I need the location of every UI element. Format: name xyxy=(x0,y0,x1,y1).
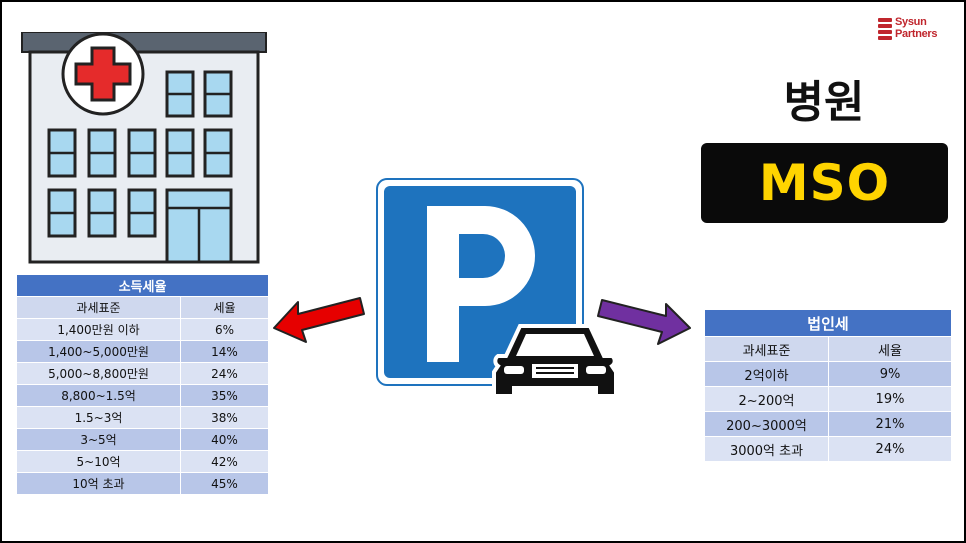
logo-bars-icon xyxy=(878,18,892,42)
table-cell: 24% xyxy=(828,436,952,462)
logo-line2: Partners xyxy=(895,28,938,40)
table-cell: 8,800~1.5억 xyxy=(16,384,181,407)
table-cell: 6% xyxy=(180,318,269,341)
table-cell: 24% xyxy=(180,362,269,385)
income-tax-caption: 소득세율 xyxy=(16,274,269,297)
table-cell: 14% xyxy=(180,340,269,363)
table-cell: 1,400~5,000만원 xyxy=(16,340,181,363)
table-cell: 10억 초과 xyxy=(16,472,181,495)
table-cell: 2~200억 xyxy=(704,386,829,412)
brand-logo: Sysun Partners xyxy=(878,16,954,42)
table-cell: 45% xyxy=(180,472,269,495)
table-cell: 42% xyxy=(180,450,269,473)
hospital-building-icon xyxy=(16,32,272,264)
table-cell: 1.5~3억 xyxy=(16,406,181,429)
table-cell: 5,000~8,800만원 xyxy=(16,362,181,385)
table-cell: 1,400만원 이하 xyxy=(16,318,181,341)
arrow-left-icon xyxy=(273,297,365,343)
table-cell: 5~10억 xyxy=(16,450,181,473)
logo-line1: Sysun xyxy=(895,16,927,28)
table-cell: 38% xyxy=(180,406,269,429)
table-cell: 35% xyxy=(180,384,269,407)
table-cell: 9% xyxy=(828,361,952,387)
corporate-tax-header-base: 과세표준 xyxy=(704,336,829,362)
corporate-tax-header-rate: 세율 xyxy=(828,336,952,362)
corporate-tax-caption: 법인세 xyxy=(704,309,952,337)
table-cell: 3000억 초과 xyxy=(704,436,829,462)
table-cell: 19% xyxy=(828,386,952,412)
income-tax-header-base: 과세표준 xyxy=(16,296,181,319)
mso-label: MSO xyxy=(701,143,948,223)
table-cell: 21% xyxy=(828,411,952,437)
car-icon xyxy=(492,324,618,398)
table-cell: 3~5억 xyxy=(16,428,181,451)
table-cell: 200~3000억 xyxy=(704,411,829,437)
arrow-right-icon xyxy=(597,299,691,345)
hospital-label: 병원 xyxy=(783,77,865,128)
table-cell: 2억이하 xyxy=(704,361,829,387)
income-tax-header-rate: 세율 xyxy=(180,296,269,319)
table-cell: 40% xyxy=(180,428,269,451)
